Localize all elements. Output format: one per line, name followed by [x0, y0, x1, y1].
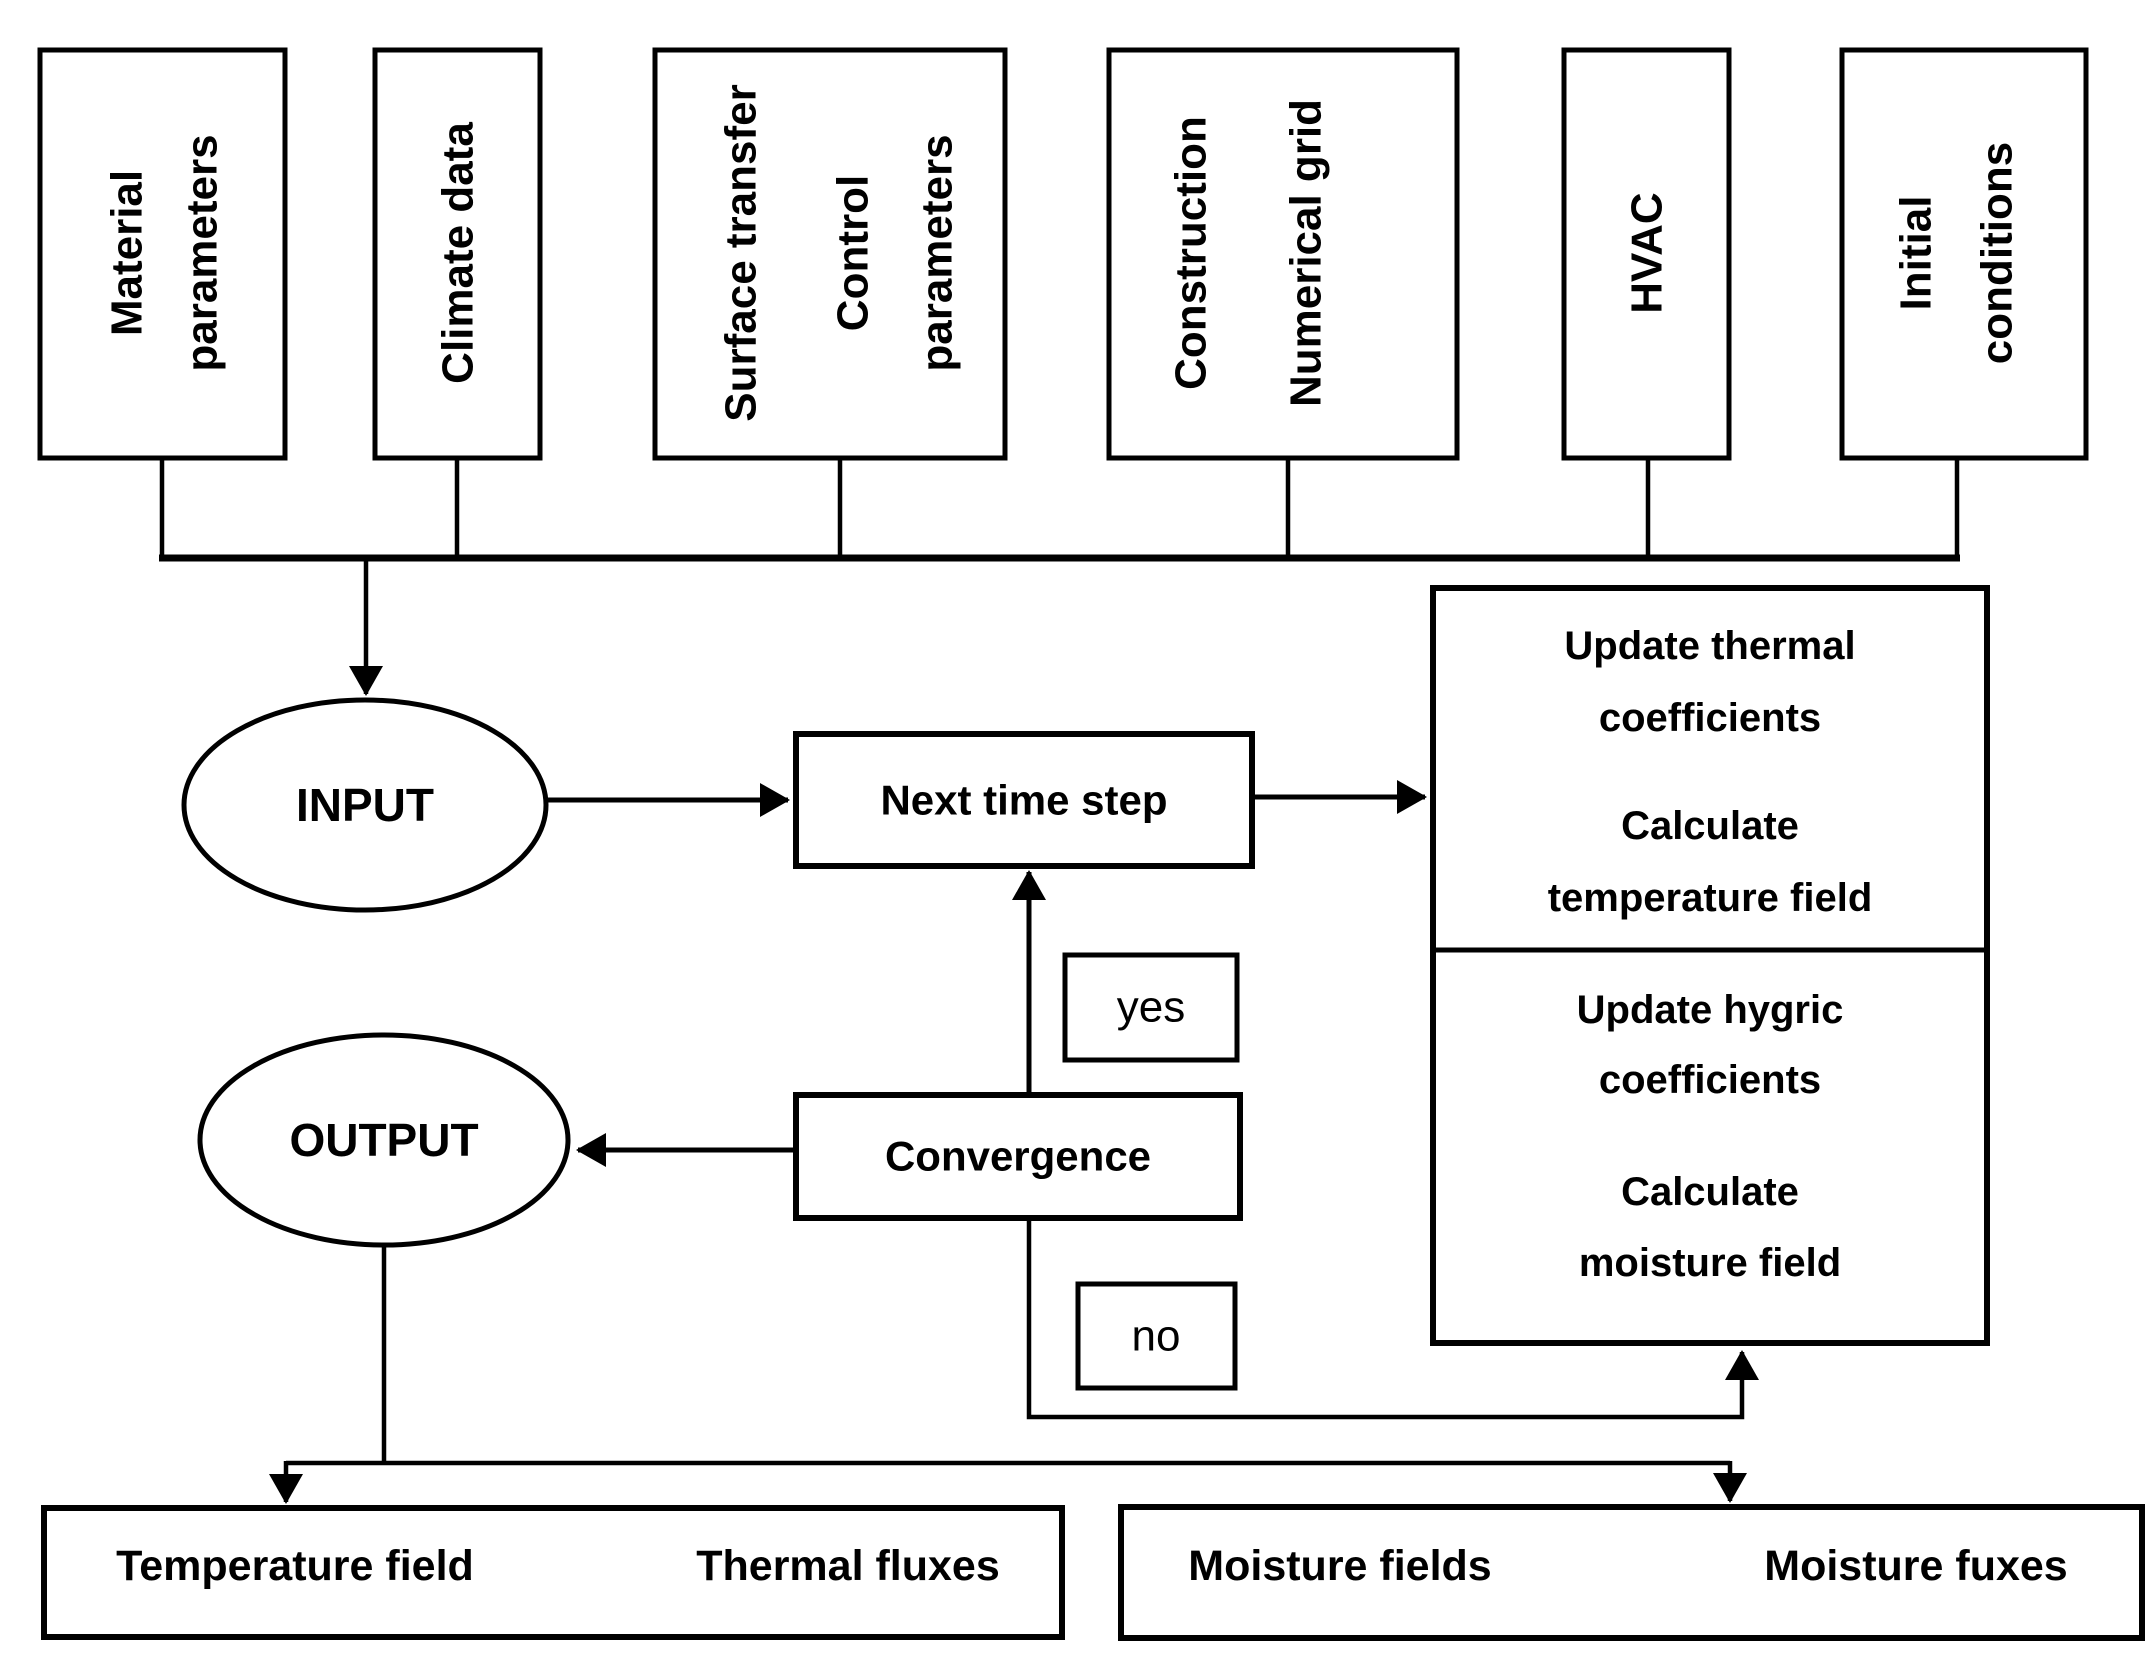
hygric-section: Update hygric coefficients Calculate moi… — [1577, 988, 1844, 1285]
input-bus — [159, 458, 1960, 696]
label-next-time-step: Next time step — [880, 777, 1167, 824]
box-calculation — [1430, 585, 1990, 1346]
label-calculate-moisture: Calculate — [1621, 1170, 1799, 1214]
box-thermal-results — [41, 1505, 1065, 1640]
label-temperature-field-result: Temperature field — [116, 1542, 474, 1590]
label-input: INPUT — [296, 779, 434, 831]
top-input-boxes: Material parameters Climate data Surface… — [37, 47, 2089, 461]
box-next-time-step — [793, 731, 1255, 869]
label-numerical-grid: Numerical grid — [1282, 99, 1331, 407]
node-input — [181, 697, 549, 913]
label-convergence: Convergence — [885, 1133, 1151, 1180]
label-conditions: conditions — [1973, 142, 2022, 364]
thermal-section: Update thermal coefficients Calculate te… — [1548, 624, 1873, 920]
box-convergence — [793, 1092, 1243, 1221]
label-no: no — [1132, 1312, 1181, 1361]
output-distribution — [269, 1245, 1747, 1504]
label-moisture-field: moisture field — [1579, 1241, 1841, 1285]
label-thermal-fluxes-result: Thermal fluxes — [696, 1542, 1000, 1590]
label-moisture-fuxes-result: Moisture fuxes — [1764, 1542, 2067, 1590]
label-update-thermal: Update thermal — [1564, 624, 1855, 668]
label-construction: Construction — [1167, 116, 1216, 390]
label-surface-transfer: Surface transfer — [717, 84, 766, 421]
label-hygric-coefficients: coefficients — [1599, 1058, 1821, 1102]
box-hvac — [1561, 47, 1732, 461]
label-update-hygric: Update hygric — [1577, 988, 1844, 1032]
box-no — [1075, 1281, 1238, 1391]
label-output: OUTPUT — [289, 1114, 478, 1166]
label-moisture-fields-result: Moisture fields — [1188, 1542, 1491, 1590]
box-surface-transfer-control-parameters — [652, 47, 1008, 461]
box-construction-numerical-grid — [1106, 47, 1460, 461]
box-moisture-results — [1118, 1504, 2145, 1641]
label-yes: yes — [1117, 983, 1185, 1032]
label-climate-data: Climate data — [434, 122, 483, 384]
label-calculate-temperature: Calculate — [1621, 804, 1799, 848]
arrow-no-feedback-to-calculation — [1026, 1218, 1759, 1420]
label-thermal-coefficients: coefficients — [1599, 696, 1821, 740]
box-material-parameters — [37, 47, 288, 461]
label-temperature-field: temperature field — [1548, 876, 1873, 920]
box-yes — [1062, 952, 1240, 1063]
box-initial-conditions — [1839, 47, 2089, 461]
label-parameters: parameters — [178, 134, 227, 371]
label-control: Control — [829, 175, 878, 331]
label-initial: Initial — [1892, 196, 1941, 311]
label-hvac: HVAC — [1623, 192, 1672, 313]
label-material: Material — [103, 170, 152, 336]
label-control-parameters: parameters — [913, 134, 962, 371]
box-climate-data — [372, 47, 543, 461]
